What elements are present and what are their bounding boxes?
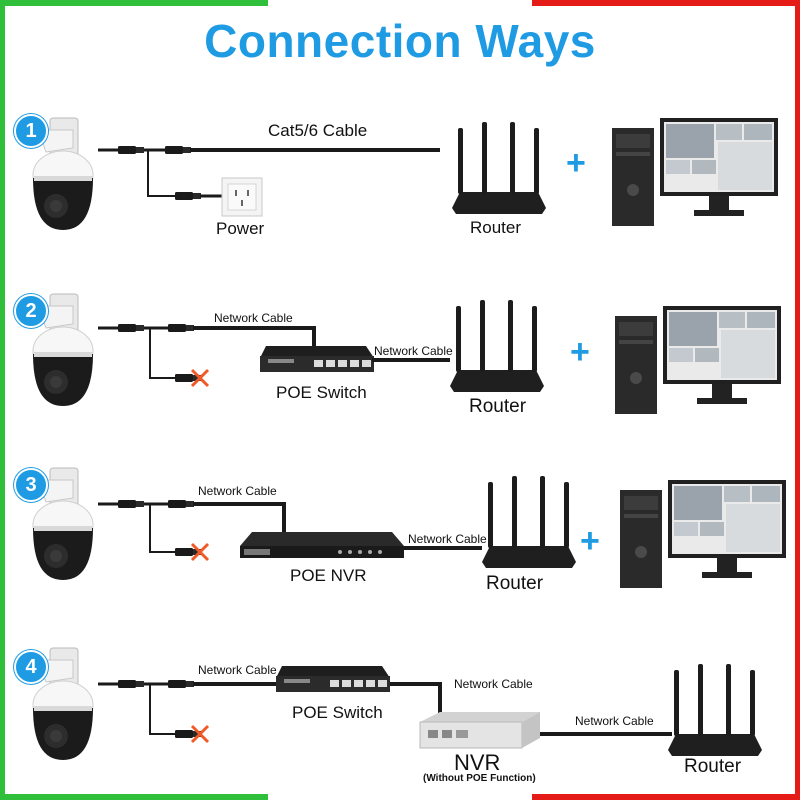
red-border-right xyxy=(795,0,800,800)
router-label: Router xyxy=(470,218,522,237)
rj45-connector-icon xyxy=(168,324,194,332)
green-border-bottom xyxy=(0,794,268,800)
cable-label: Network Cable xyxy=(374,344,453,358)
router-icon xyxy=(452,122,546,214)
row-4 xyxy=(32,647,762,761)
row-1 xyxy=(32,117,778,231)
computer-icon xyxy=(615,306,781,414)
rj45-connector-icon xyxy=(165,146,191,154)
poe-nvr-icon xyxy=(240,532,404,558)
rj45-connector-icon xyxy=(168,500,194,508)
power-label: Power xyxy=(216,219,265,238)
rj45-connector-icon xyxy=(118,146,144,154)
cable-label: Network Cable xyxy=(198,663,277,677)
poe-switch-icon xyxy=(276,666,390,692)
nvr-sublabel: (Without POE Function) xyxy=(423,773,536,784)
plus-icon: + xyxy=(570,333,590,371)
step-number-badge: 2 xyxy=(14,294,48,328)
plus-icon: + xyxy=(566,144,586,182)
poe-nvr-label: POE NVR xyxy=(290,566,367,585)
plus-icon: + xyxy=(580,522,600,560)
router-icon xyxy=(482,476,576,568)
nvr-icon xyxy=(419,712,540,749)
rj45-connector-icon xyxy=(118,680,144,688)
cable-label: Network Cable xyxy=(214,311,293,325)
cable-label: Network Cable xyxy=(198,484,277,498)
page-title: Connection Ways xyxy=(204,15,596,67)
poe-switch-label: POE Switch xyxy=(276,383,367,402)
cable-label: Network Cable xyxy=(408,532,487,546)
cable-label: Network Cable xyxy=(575,714,654,728)
row-3 xyxy=(32,467,786,588)
green-border-left xyxy=(0,0,5,800)
router-label: Router xyxy=(486,573,544,594)
step-number-badge: 1 xyxy=(14,114,48,148)
power-connector-icon xyxy=(175,192,201,200)
cable-label: Network Cable xyxy=(454,677,533,691)
power-outlet-icon xyxy=(221,177,263,217)
step-number-badge: 4 xyxy=(14,650,48,684)
router-icon xyxy=(450,300,544,392)
red-border-bottom xyxy=(532,794,800,800)
rj45-connector-icon xyxy=(168,680,194,688)
row-2 xyxy=(32,293,781,414)
red-border-top xyxy=(532,0,800,6)
computer-icon xyxy=(612,118,778,226)
computer-icon xyxy=(620,480,786,588)
poe-switch-icon xyxy=(260,346,374,372)
green-border-top xyxy=(0,0,268,6)
router-label: Router xyxy=(684,756,742,777)
cable-label: Cat5/6 Cable xyxy=(268,121,368,140)
router-icon xyxy=(668,664,762,756)
rj45-connector-icon xyxy=(118,324,144,332)
router-label: Router xyxy=(469,396,527,417)
step-number-badge: 3 xyxy=(14,468,48,502)
nvr-label: NVR xyxy=(454,750,501,775)
poe-switch-label: POE Switch xyxy=(292,703,383,722)
rj45-connector-icon xyxy=(118,500,144,508)
